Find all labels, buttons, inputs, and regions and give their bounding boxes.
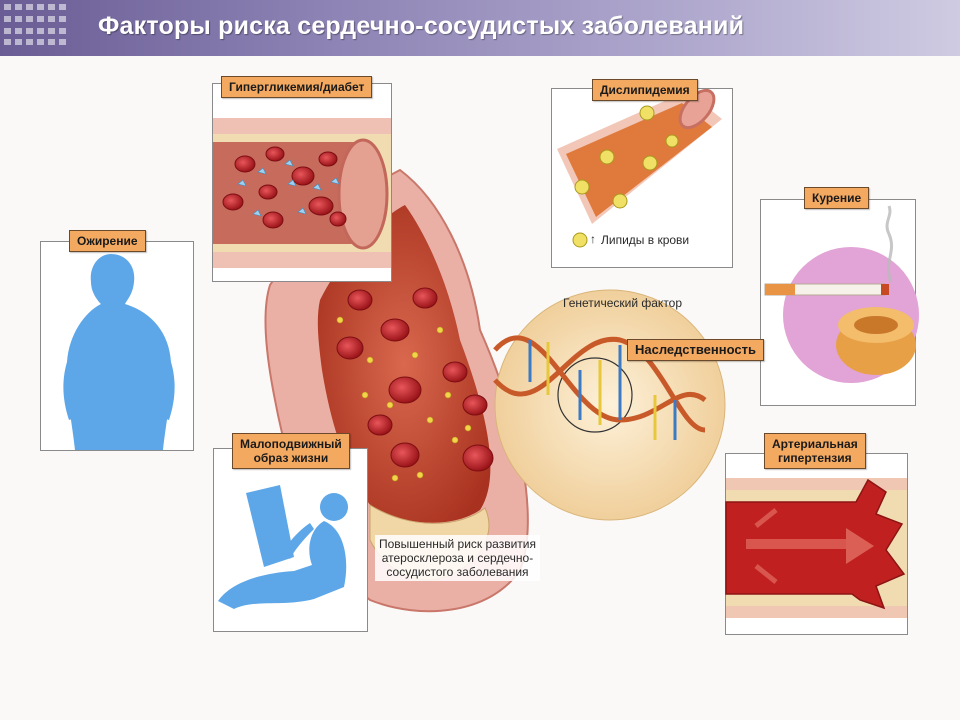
- sedentary-panel: [213, 448, 368, 632]
- label-obesity: Ожирение: [69, 230, 146, 252]
- label-dyslipidemia: Дислипидемия: [592, 79, 698, 101]
- hypertension-panel: [725, 453, 908, 635]
- label-hypertension: Артериальная гипертензия: [764, 433, 866, 469]
- label-hyperglycemia: Гипергликемия/диабет: [221, 76, 373, 98]
- risk-caption-line2: атеросклероза и сердечно-: [381, 551, 534, 565]
- label-heredity: Наследственность: [627, 339, 764, 361]
- sitting-person-icon: [218, 485, 348, 609]
- lipid-legend-icon: [572, 232, 588, 248]
- red-blood-cells: [336, 287, 494, 472]
- dyslipidemia-panel: ↑ Липиды в крови: [551, 88, 733, 268]
- smoking-panel: [760, 199, 919, 406]
- glucose-vessel-icon: [213, 118, 391, 268]
- label-hypertension-line1: Артериальная: [772, 437, 858, 451]
- lipid-arrow: ↑: [590, 232, 596, 246]
- cigarette-ashtray-icon: [764, 205, 919, 383]
- hyperglycemia-panel: [212, 83, 392, 282]
- label-sedentary-line1: Малоподвижный: [240, 437, 342, 451]
- header-bar: Факторы риска сердечно-сосудистых заболе…: [0, 0, 960, 56]
- label-hypertension-line2: гипертензия: [778, 451, 852, 465]
- page-title: Факторы риска сердечно-сосудистых заболе…: [98, 12, 745, 40]
- genetics-disc: [494, 289, 726, 521]
- dna-helix-icon: [493, 335, 707, 433]
- risk-caption: Повышенный риск развития атеросклероза и…: [375, 535, 540, 581]
- risk-caption-line3: сосудистого заболевания: [386, 565, 529, 579]
- lipid-vessel-icon: [557, 88, 722, 248]
- hypertension-vessel-icon: [725, 478, 907, 618]
- lipids-caption: Липиды в крови: [601, 233, 690, 247]
- risk-caption-line1: Повышенный риск развития: [379, 537, 536, 551]
- label-smoking: Курение: [804, 187, 870, 209]
- header-dots-decoration: [4, 4, 66, 48]
- genetic-caption: Генетический фактор: [563, 296, 683, 310]
- obese-silhouette-icon: [63, 254, 175, 450]
- label-sedentary-line2: образ жизни: [253, 451, 329, 465]
- label-sedentary: Малоподвижный образ жизни: [232, 433, 350, 469]
- obesity-panel: [40, 241, 194, 451]
